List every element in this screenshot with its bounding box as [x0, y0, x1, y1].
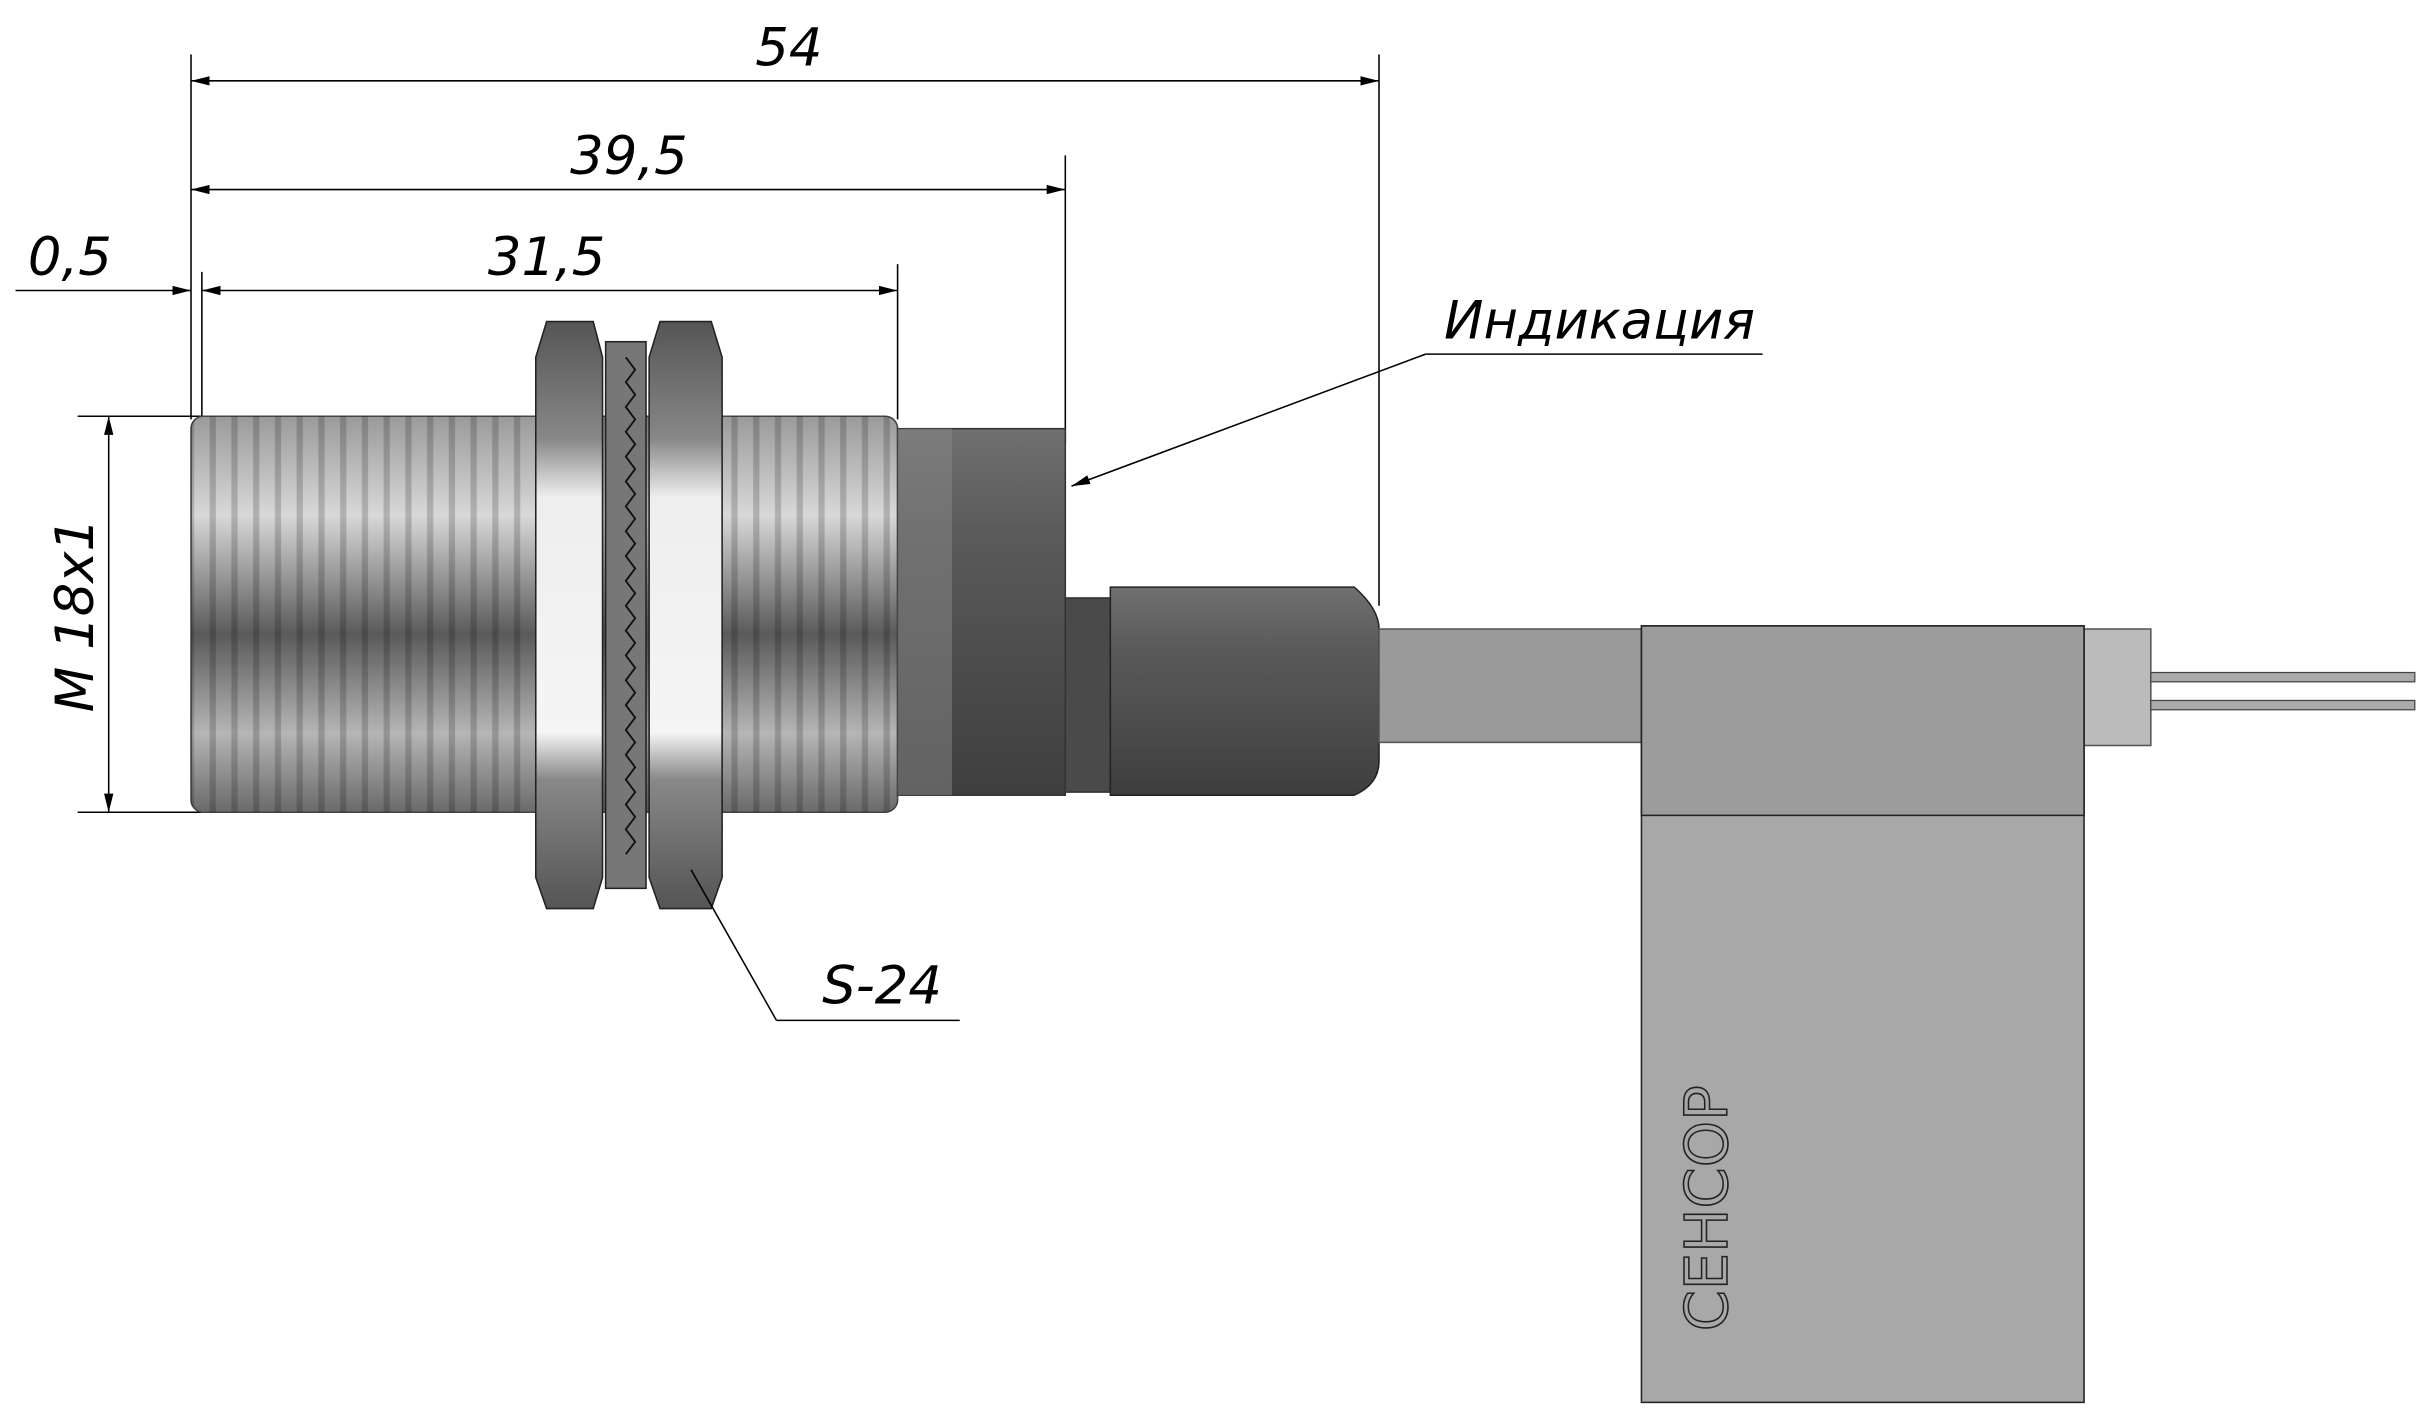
- thread-size-label: M 18x1: [45, 518, 106, 712]
- dimension-31-5-label: 31,5: [488, 227, 606, 288]
- connector-neck: [1064, 597, 1113, 793]
- indication-callout: Индикация: [1071, 291, 1763, 487]
- nut-left: [534, 320, 604, 910]
- dimension-39-5: 39,5: [191, 126, 1066, 195]
- dimension-39-5-label: 39,5: [570, 126, 688, 187]
- cable-label-tag: СЕНСОР: [1640, 625, 2085, 1404]
- dimension-thread: M 18x1: [45, 416, 114, 813]
- dimension-54-label: 54: [755, 17, 822, 78]
- indication-label: Индикация: [1444, 291, 1755, 352]
- dimension-0-5-label: 0,5: [28, 227, 112, 288]
- cable-end: [2083, 628, 2152, 747]
- wires: [2150, 671, 2416, 711]
- brand-label: СЕНСОР: [1672, 1085, 1741, 1331]
- dimension-0-5: 0,5: [15, 227, 192, 296]
- extension-lines: [77, 54, 1380, 814]
- nut-right: [648, 320, 723, 910]
- dimension-31-5: 31,5: [201, 227, 898, 296]
- cable-gland: [1109, 586, 1380, 796]
- cable: [1378, 628, 1644, 744]
- nut-size-label: S-24: [822, 955, 942, 1016]
- dimension-54: 54: [191, 17, 1380, 86]
- nut-size-callout: S-24: [690, 869, 960, 1022]
- washer: [604, 340, 647, 890]
